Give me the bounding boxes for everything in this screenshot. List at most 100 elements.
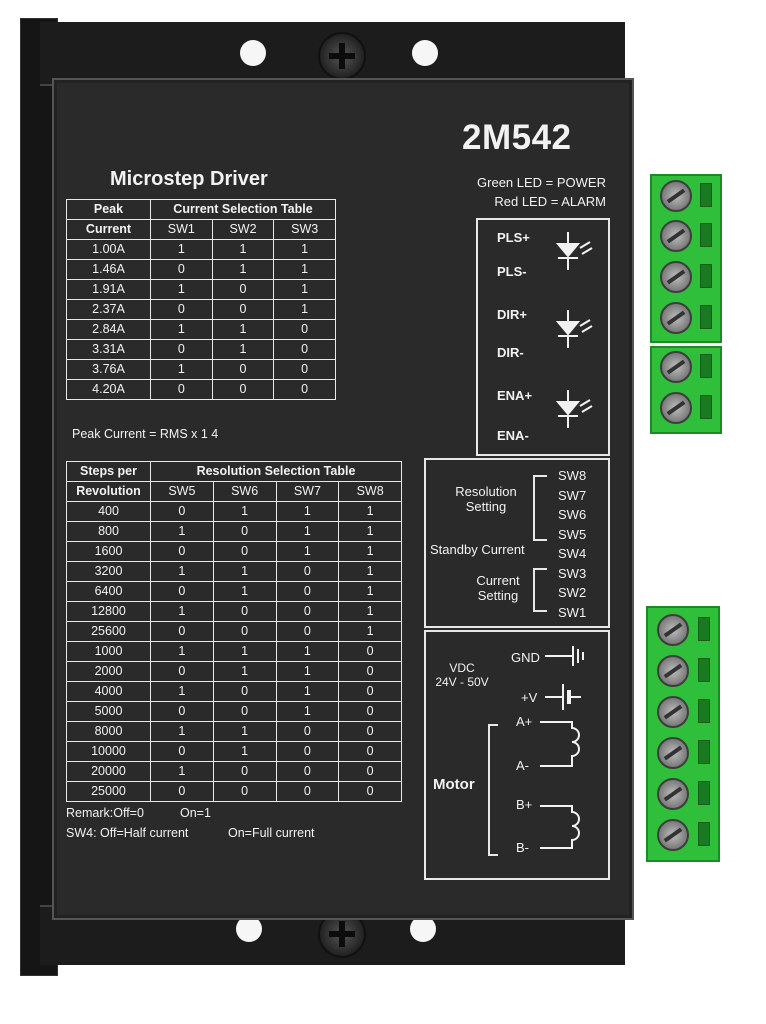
- dip-switch-sw2[interactable]: SW2: [558, 585, 587, 600]
- terminal-screw-icon[interactable]: [660, 180, 692, 212]
- table-cell: 20000: [66, 761, 151, 782]
- resolution-setting-label: Resolution Setting: [448, 484, 524, 514]
- current-label-line: Setting: [477, 588, 519, 603]
- screw-icon: [318, 32, 366, 80]
- remark-sw4-on: On=Full current: [228, 826, 315, 840]
- table-cell: 0: [212, 541, 277, 562]
- table-cell: 0: [212, 621, 277, 642]
- table-cell: 25600: [66, 621, 151, 642]
- terminal-slot: [700, 183, 712, 207]
- table-cell: 0: [150, 701, 214, 722]
- table-cell: 1.46A: [66, 259, 151, 280]
- mounting-hole: [410, 916, 436, 942]
- led-legend-alarm: Red LED = ALARM: [494, 194, 606, 209]
- table-cell: 0: [275, 581, 340, 602]
- terminal-screw-icon[interactable]: [657, 614, 689, 646]
- table-cell: 1: [275, 641, 340, 662]
- motor-coil-icon: [540, 721, 580, 849]
- table-cell: 0: [338, 641, 402, 662]
- current-setting-label: Current Setting: [460, 573, 536, 603]
- dip-switch-sw7[interactable]: SW7: [558, 487, 587, 503]
- dip-switch-sw3[interactable]: SW3: [558, 565, 587, 581]
- table-cell: 0: [273, 379, 336, 400]
- dip-switch-sw8[interactable]: SW8: [558, 468, 587, 483]
- table-header-cell: SW8: [338, 481, 402, 502]
- table-cell: 0: [211, 299, 275, 320]
- table-cell: 1: [338, 601, 402, 622]
- terminal-screw-icon[interactable]: [657, 819, 689, 851]
- table-cell: 10000: [66, 741, 151, 762]
- signal-label-ena-plus: ENA+: [497, 388, 533, 403]
- motor-pin-a-plus: A+: [516, 714, 533, 729]
- table-cell: 1600: [66, 541, 151, 562]
- table-header-cell: Peak: [66, 199, 151, 220]
- remark-on: On=1: [180, 806, 211, 820]
- table-cell: 1: [211, 319, 275, 340]
- terminal-screw-icon[interactable]: [660, 302, 692, 334]
- table-header-cell: SW7: [275, 481, 340, 502]
- led-legend-power: Green LED = POWER: [477, 175, 606, 190]
- signal-label-dir-minus: DIR-: [497, 345, 524, 360]
- table-cell: 1: [212, 661, 277, 682]
- led-icon: [555, 310, 593, 348]
- table-cell: 1: [212, 741, 277, 762]
- terminal-screw-icon[interactable]: [660, 261, 692, 293]
- signal-label-ena-minus: ENA-: [497, 428, 529, 443]
- table-cell: 0: [275, 741, 340, 762]
- table-title: Current Selection Table: [150, 199, 336, 220]
- table-cell: 0: [338, 721, 402, 742]
- led-icon: [555, 390, 593, 428]
- signal-label-pls-plus: PLS+: [497, 230, 530, 245]
- table-cell: 1: [150, 721, 214, 742]
- table-header-cell: SW5: [150, 481, 214, 502]
- terminal-screw-icon[interactable]: [657, 778, 689, 810]
- gnd-label: GND: [511, 650, 540, 665]
- table-header-cell: SW1: [150, 219, 213, 240]
- dip-switch-sw5[interactable]: SW5: [558, 526, 587, 542]
- table-cell: 1: [150, 359, 213, 380]
- dip-switch-sw1[interactable]: SW1: [558, 604, 587, 620]
- terminal-screw-icon[interactable]: [657, 737, 689, 769]
- table-cell: 0: [273, 319, 336, 340]
- terminal-slot: [700, 305, 712, 329]
- vdc-label-line: VDC: [449, 661, 475, 675]
- left-mounting-rail: [20, 18, 58, 976]
- table-header-cell: SW2: [211, 219, 275, 240]
- terminal-screw-icon[interactable]: [660, 392, 692, 424]
- terminal-screw-icon[interactable]: [660, 220, 692, 252]
- terminal-screw-icon[interactable]: [657, 655, 689, 687]
- table-cell: 1.91A: [66, 279, 151, 300]
- table-cell: 0: [212, 601, 277, 622]
- table-cell: 1: [338, 561, 402, 582]
- table-cell: 1: [338, 541, 402, 562]
- terminal-slot: [698, 617, 710, 641]
- table-header-cell: Steps per: [66, 461, 151, 482]
- terminal-screw-icon[interactable]: [657, 696, 689, 728]
- table-cell: 0: [338, 741, 402, 762]
- table-cell: 1: [150, 561, 214, 582]
- dip-switch-sw6[interactable]: SW6: [558, 507, 587, 522]
- table-header-cell: Revolution: [66, 481, 151, 502]
- table-cell: 25000: [66, 781, 151, 802]
- power-motor-terminal-block: [646, 606, 720, 862]
- table-cell: 0: [150, 379, 213, 400]
- remark-sw4: SW4: Off=Half current: [66, 826, 189, 840]
- table-cell: 1: [212, 721, 277, 742]
- terminal-slot: [698, 740, 710, 764]
- motor-pin-a-minus: A-: [516, 758, 529, 773]
- resolution-selection-table: Steps per Resolution Selection Table Rev…: [66, 461, 402, 802]
- dip-switch-sw4[interactable]: SW4: [558, 546, 587, 561]
- mounting-hole: [236, 916, 262, 942]
- table-cell: 1: [212, 641, 277, 662]
- terminal-slot: [700, 223, 712, 247]
- table-cell: 0: [150, 541, 214, 562]
- optocoupler-diagram: [555, 232, 593, 428]
- terminal-screw-icon[interactable]: [660, 351, 692, 383]
- table-cell: 0: [211, 359, 275, 380]
- remark-off-on: Remark:Off=0: [66, 806, 144, 820]
